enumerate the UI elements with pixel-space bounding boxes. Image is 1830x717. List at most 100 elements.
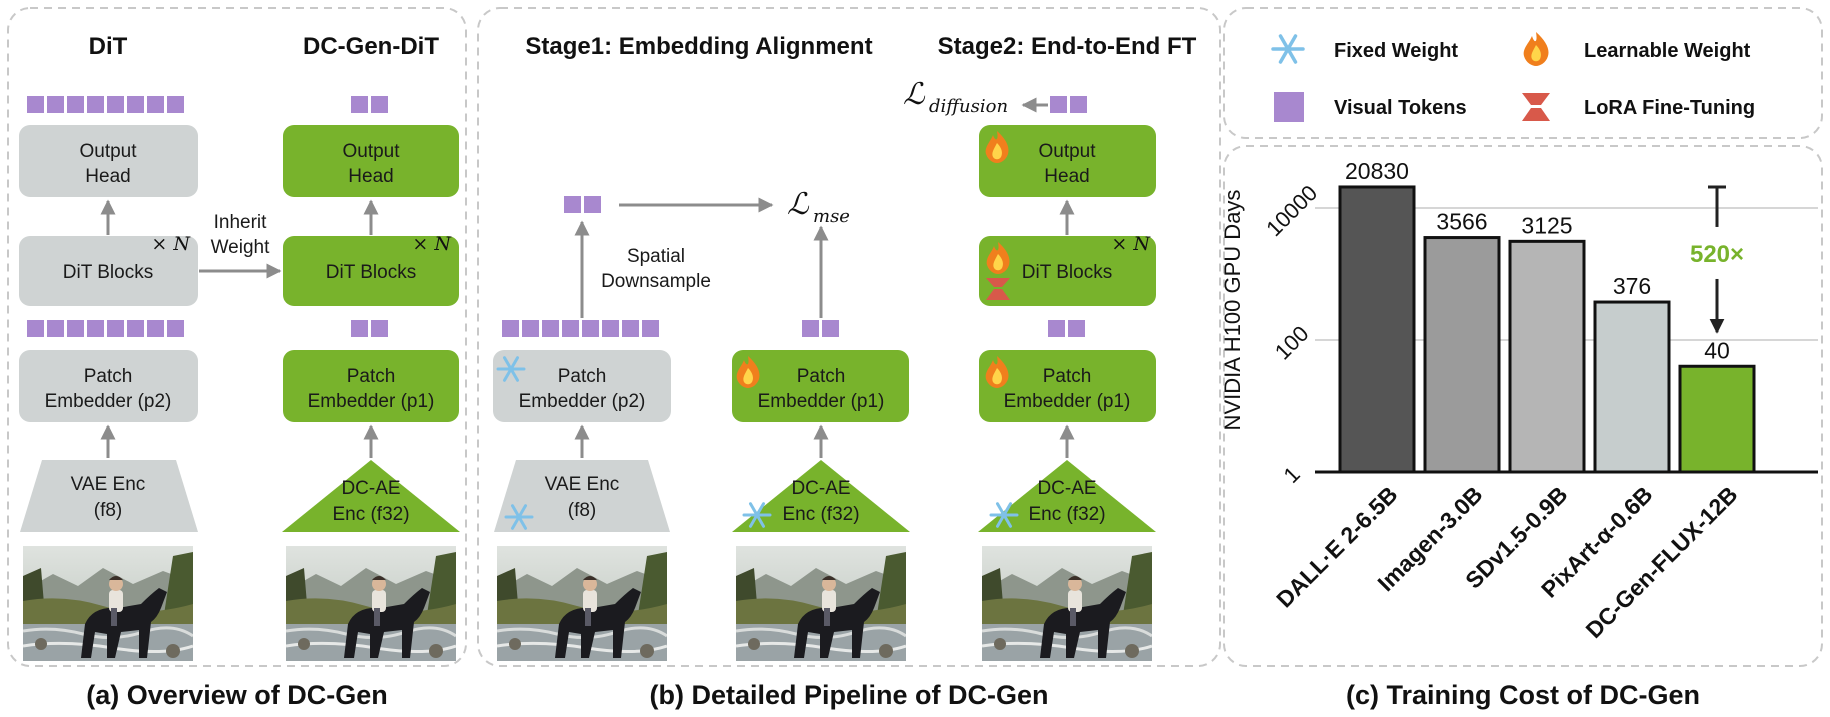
visual-tokens-2-stage2-top <box>1050 96 1087 113</box>
legend-frame <box>1223 7 1823 139</box>
stage2-title: Stage2: End-to-End FT <box>938 33 1197 60</box>
dc-ae-encoder-triangle <box>732 460 910 532</box>
input-image-photo <box>286 546 456 661</box>
snowflake-icon <box>1271 34 1305 64</box>
flame-icon <box>736 356 760 388</box>
bar-1 <box>1423 236 1501 474</box>
lora-icon <box>986 278 1010 300</box>
caption-c: (c) Training Cost of DC-Gen <box>1346 680 1700 710</box>
patch-embedder-label-line2: Embedder (p1) <box>1004 391 1131 412</box>
patch-embedder-label-line2: Embedder (p1) <box>758 391 885 412</box>
loss-mse-subscript: mse <box>813 206 850 227</box>
patch-embedder-p1-box <box>283 350 459 422</box>
bar-value-label: 40 <box>1704 337 1730 363</box>
spatial-downsample-label-line1: Spatial <box>627 246 685 267</box>
snowflake-icon <box>496 356 526 382</box>
loss-mse: ℒ mse <box>787 187 850 227</box>
panel-a-frame <box>7 7 467 667</box>
flame-icon <box>1523 32 1549 66</box>
legend-visual-tokens: Visual Tokens <box>1334 97 1467 119</box>
patch-embedder-label-line1: Patch <box>84 366 133 387</box>
y-tick-label: 10000 <box>1261 180 1322 241</box>
output-head-stage2-box <box>979 125 1156 197</box>
visual-tokens-2-stage1-top <box>564 196 601 213</box>
output-head-box-dit <box>19 125 198 197</box>
times-n-label: × N <box>1111 233 1151 255</box>
dit-blocks-stage2-box <box>979 236 1156 306</box>
flame-icon <box>985 131 1009 163</box>
loss-mse-symbol: ℒ <box>787 187 810 222</box>
bar-value-label: 3566 <box>1436 209 1487 235</box>
flame-icon <box>986 242 1010 274</box>
input-image-photo <box>23 546 193 661</box>
panel-c-frame <box>1223 145 1823 667</box>
loss-diffusion-symbol: ℒ <box>903 77 926 112</box>
y-axis-label: NVIDIA H100 GPU Days <box>1220 190 1245 431</box>
patch-embedder-label-line1: Patch <box>1043 366 1092 387</box>
output-head-box-dcgen <box>283 125 459 197</box>
spatial-downsample-label-line2: Downsample <box>601 271 711 292</box>
dc-ae-enc-label-line2: Enc (f32) <box>1028 504 1105 525</box>
visual-tokens-8-mid-left <box>27 320 184 337</box>
bars <box>1338 185 1756 474</box>
dc-ae-enc-label-line2: Enc (f32) <box>782 504 859 525</box>
visual-tokens-2-top-right <box>351 96 388 113</box>
times-n-label: × N <box>412 233 452 255</box>
visual-tokens-2-mid-right <box>351 320 388 337</box>
dc-gen-dit-title: DC-Gen-DiT <box>303 33 439 60</box>
inherit-weight-label-line1: Inherit <box>214 212 268 233</box>
dit-blocks-label: DiT Blocks <box>326 262 416 283</box>
x-category-label: DALL·E 2-6.5B <box>1271 481 1402 612</box>
vae-enc-label-line1: VAE Enc <box>71 474 146 495</box>
dc-ae-enc-label-line1: DC-AE <box>791 478 850 499</box>
output-head-label-line2: Head <box>85 166 130 187</box>
dit-blocks-label: DiT Blocks <box>63 262 153 283</box>
output-head-label-line2: Head <box>1044 166 1089 187</box>
dit-blocks-box-dcgen <box>283 236 459 306</box>
input-image-photo <box>982 546 1152 661</box>
legend: Fixed Weight Learnable Weight Visual Tok… <box>1271 32 1755 122</box>
visual-tokens-2-stage1-mid <box>802 320 839 337</box>
patch-embedder-label-line2: Embedder (p2) <box>45 391 172 412</box>
loss-diffusion-subscript: diffusion <box>929 96 1008 117</box>
bar-value-label: 20830 <box>1345 158 1409 184</box>
input-image-photo <box>736 546 906 661</box>
output-head-label-line1: Output <box>1038 141 1096 162</box>
flame-icon <box>985 356 1009 388</box>
dit-blocks-label: DiT Blocks <box>1022 262 1112 283</box>
y-tick-label: 100 <box>1270 321 1314 365</box>
patch-embedder-p2-box <box>19 350 198 422</box>
output-head-label-line2: Head <box>348 166 393 187</box>
inherit-weight-label-line2: Weight <box>211 237 271 258</box>
visual-tokens-8-top-left <box>27 96 184 113</box>
panel-b-frame <box>477 7 1221 667</box>
vae-enc-label-line2: (f8) <box>94 500 123 521</box>
patch-embedder-label-line1: Patch <box>797 366 846 387</box>
vae-encoder-trapezoid <box>20 460 198 532</box>
dit-title: DiT <box>89 33 128 60</box>
stage1-title: Stage1: Embedding Alignment <box>525 33 872 60</box>
loss-diffusion: ℒ diffusion <box>903 77 1008 117</box>
input-image-photo <box>497 546 667 661</box>
snowflake-icon <box>989 502 1019 528</box>
visual-token-swatch <box>1274 92 1304 122</box>
panel-a: DiT DC-Gen-DiT Output Head Output Head D… <box>19 33 460 661</box>
vae-encoder-trapezoid <box>494 460 670 532</box>
dc-ae-enc-label-line2: Enc (f32) <box>332 504 409 525</box>
output-head-label-line1: Output <box>79 141 137 162</box>
dit-blocks-box-dit <box>19 236 198 306</box>
x-tick-labels: DALL·E 2-6.5BImagen-3.0BSDv1.5-0.9BPixAr… <box>1271 481 1742 643</box>
legend-fixed-weight: Fixed Weight <box>1334 40 1458 62</box>
patch-embedder-p2-frozen-box <box>493 350 671 422</box>
bar-2 <box>1508 239 1586 474</box>
bar-4 <box>1678 364 1756 474</box>
snowflake-icon <box>742 502 772 528</box>
legend-lora: LoRA Fine-Tuning <box>1584 97 1755 119</box>
patch-embedder-label-line1: Patch <box>558 366 607 387</box>
patch-embedder-p1-learnable-box <box>732 350 909 422</box>
panel-b: Stage1: Embedding Alignment Stage2: End-… <box>493 33 1197 661</box>
